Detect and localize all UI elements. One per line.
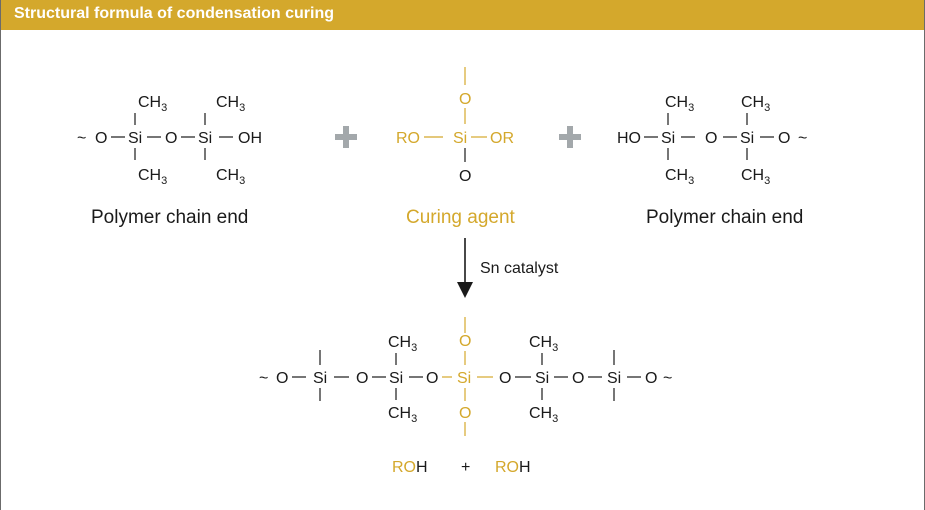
oxygen-atom: O (499, 370, 511, 387)
hydroxyl-group: HO (617, 130, 641, 147)
methyl-group: CH3 (529, 334, 558, 354)
methyl-group: CH3 (665, 94, 694, 114)
alkoxy-group: OR (490, 130, 514, 147)
product-chain: ~ O Si O Si CH3 CH3 O O Si O (259, 317, 672, 436)
curing-agent: O RO Si OR O Curing agent (396, 67, 516, 228)
oxygen-atom: O (459, 333, 471, 350)
methyl-group: CH3 (216, 94, 245, 114)
silicon-atom: Si (313, 370, 327, 387)
plus-sign (559, 126, 581, 148)
oxygen-atom: O (705, 130, 717, 147)
left-polymer-chain-end: ~ O Si CH3 CH3 O Si CH3 CH3 OH Polymer c… (77, 94, 262, 228)
silicon-atom: Si (740, 130, 754, 147)
alkoxy-group: RO (396, 130, 420, 147)
right-polymer-chain-end: HO Si CH3 CH3 O Si CH3 CH3 O ~ Polymer c… (617, 94, 807, 228)
tilde-symbol: ~ (798, 130, 807, 147)
oxygen-atom: O (778, 130, 790, 147)
catalyst-label: Sn catalyst (480, 260, 559, 277)
methyl-group: CH3 (138, 167, 167, 187)
plus-sign: + (461, 459, 470, 476)
silicon-atom: Si (457, 370, 471, 387)
left-caption: Polymer chain end (91, 207, 248, 228)
methyl-group: CH3 (388, 405, 417, 425)
methyl-group: CH3 (388, 334, 417, 354)
oxygen-atom: O (459, 168, 471, 185)
silicon-atom: Si (198, 130, 212, 147)
silicon-atom: Si (535, 370, 549, 387)
tilde-symbol: ~ (77, 130, 86, 147)
oxygen-atom: O (459, 405, 471, 422)
silicon-atom: Si (453, 130, 467, 147)
oxygen-atom: O (459, 91, 471, 108)
silicon-atom: Si (128, 130, 142, 147)
right-caption: Polymer chain end (646, 207, 803, 228)
tilde-symbol: ~ (259, 370, 268, 387)
methyl-group: CH3 (216, 167, 245, 187)
oxygen-atom: O (95, 130, 107, 147)
plus-sign (335, 126, 357, 148)
silicon-atom: Si (607, 370, 621, 387)
silicon-atom: Si (661, 130, 675, 147)
methyl-group: CH3 (529, 405, 558, 425)
oxygen-atom: O (572, 370, 584, 387)
oxygen-atom: O (356, 370, 368, 387)
tilde-symbol: ~ (663, 370, 672, 387)
methyl-group: CH3 (741, 94, 770, 114)
oxygen-atom: O (165, 130, 177, 147)
figure-title: Structural formula of condensation curin… (14, 5, 335, 22)
title-bar: Structural formula of condensation curin… (1, 0, 924, 30)
oxygen-atom: O (645, 370, 657, 387)
silicon-atom: Si (389, 370, 403, 387)
middle-caption: Curing agent (406, 207, 516, 228)
methyl-group: CH3 (138, 94, 167, 114)
byproducts: ROH + ROH (392, 459, 531, 476)
oxygen-atom: O (426, 370, 438, 387)
alcohol-byproduct: ROH (392, 459, 428, 476)
alcohol-byproduct: ROH (495, 459, 531, 476)
hydroxyl-group: OH (238, 130, 262, 147)
methyl-group: CH3 (741, 167, 770, 187)
oxygen-atom: O (276, 370, 288, 387)
methyl-group: CH3 (665, 167, 694, 187)
reaction-arrow: Sn catalyst (457, 238, 559, 298)
